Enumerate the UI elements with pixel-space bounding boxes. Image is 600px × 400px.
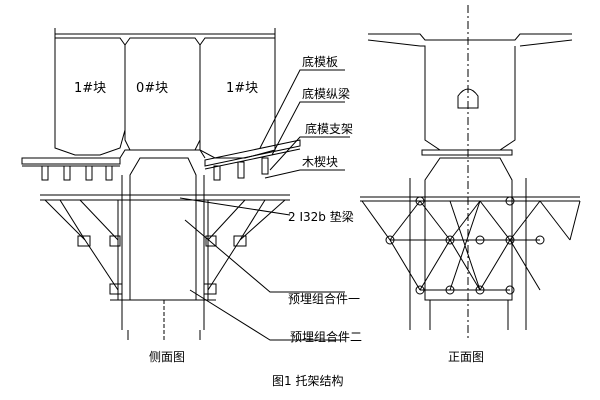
block-1-left-label: 1#块 xyxy=(74,81,107,96)
support-posts-right xyxy=(213,157,269,181)
block-1-left xyxy=(54,37,126,156)
callout-leaders xyxy=(179,69,350,341)
bottom-formwork-right xyxy=(204,139,301,167)
pad-beam-label: 2 I32b 垫梁 xyxy=(288,210,354,224)
pad-beam xyxy=(40,194,290,201)
bottom-formwork-label: 底模板 xyxy=(302,55,339,69)
side-view xyxy=(21,28,350,341)
block-0-label: 0#块 xyxy=(136,81,169,96)
figure-caption: 图1 托架结构 xyxy=(272,374,344,388)
front-view xyxy=(360,5,581,340)
truss-bracket-left xyxy=(44,199,123,300)
embedded-part-1-label: 预埋组合件一 xyxy=(288,292,361,306)
block-1-right-label: 1#块 xyxy=(226,81,259,96)
truss-bracket-right xyxy=(203,199,286,300)
pier-body xyxy=(129,157,197,301)
bottom-longitudinal-beam-label: 底模纵梁 xyxy=(302,87,351,101)
front-view-caption: 正面图 xyxy=(448,350,485,364)
support-posts-left xyxy=(41,165,113,181)
girder-opening xyxy=(457,88,479,109)
side-view-caption: 侧面图 xyxy=(149,350,186,364)
bottom-formwork-left xyxy=(21,157,121,165)
pier-top xyxy=(119,149,206,159)
wood-wedge-label: 木楔块 xyxy=(302,155,339,169)
embedded-part-2-label: 预埋组合件二 xyxy=(290,330,363,344)
pier-front xyxy=(424,157,513,301)
bottom-support-frame-label: 底模支架 xyxy=(305,122,354,136)
truss-front xyxy=(361,196,581,295)
